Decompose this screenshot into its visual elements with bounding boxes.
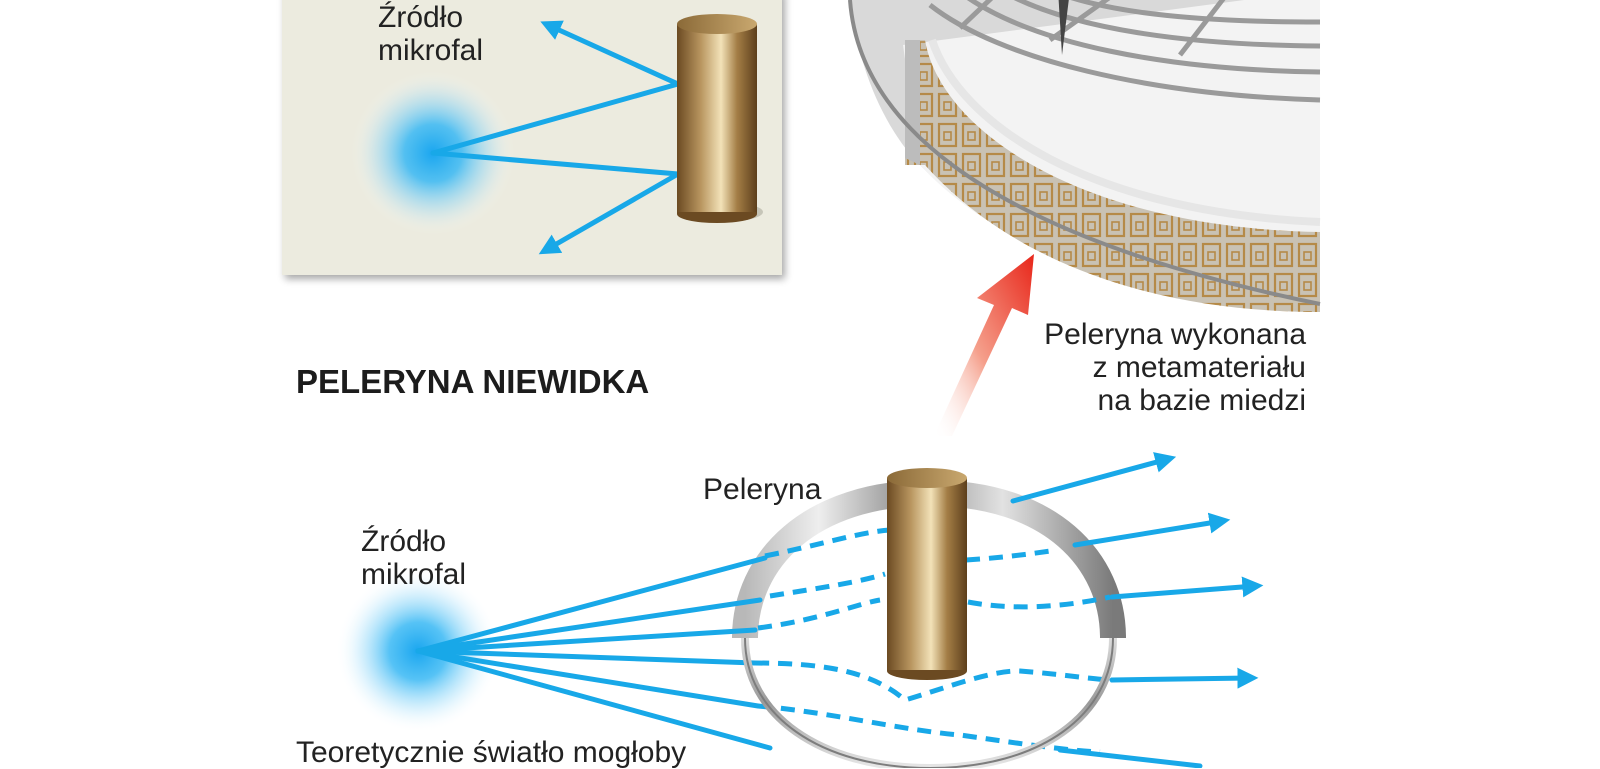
top-source-label-line-2: mikrofal	[378, 34, 484, 67]
ray-reflected-1	[540, 20, 681, 87]
top-source-label-line-1: Źródło	[378, 1, 464, 34]
cloak-rings	[928, 0, 1321, 103]
ray-reflected-2	[538, 171, 681, 255]
bottom-source-label-line-2: mikrofal	[361, 558, 467, 591]
section-heading: PELERYNA NIEWIDKA	[296, 363, 650, 400]
top-rays	[430, 20, 681, 255]
copper-cylinder-top	[677, 14, 763, 223]
top-source-label: Źródło mikrofal	[378, 1, 483, 67]
bent-rays-inside	[754, 527, 1113, 755]
metamaterial-detail	[848, 0, 1321, 312]
incoming-rays	[415, 555, 773, 751]
top-panel	[282, 0, 782, 275]
bottom-cloak-scene	[336, 452, 1264, 768]
detail-caption: Peleryna wykonana z metamateriału na baz…	[1044, 318, 1306, 417]
outgoing-rays	[1010, 452, 1264, 768]
zoom-arrow	[934, 254, 1034, 436]
copper-cell-band	[905, 40, 1320, 312]
ray-incident-1	[430, 81, 681, 156]
detail-caption-line-1: Peleryna wykonana	[1044, 318, 1306, 351]
bottom-caption: Teoretycznie światło mogłoby	[296, 736, 686, 769]
cloak-label: Peleryna	[703, 473, 822, 506]
bottom-source-label-line-1: Źródło	[361, 525, 447, 558]
copper-cylinder-bottom	[887, 468, 967, 680]
ray-incident-2	[430, 150, 681, 177]
bottom-source-label: Źródło mikrofal	[361, 525, 466, 591]
center-spike	[1058, 0, 1069, 55]
detail-caption-line-2: z metamateriału	[1092, 351, 1306, 384]
detail-caption-line-3: na bazie miedzi	[1097, 384, 1306, 417]
bottom-caption-line-1: Teoretycznie światło mogłoby	[296, 736, 687, 769]
